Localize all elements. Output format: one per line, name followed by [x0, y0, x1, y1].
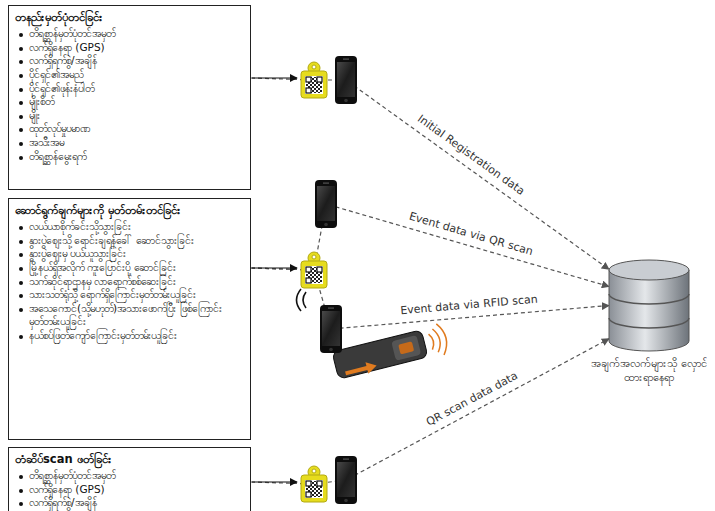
list-item: နွားပွဲဈေးသို့ ရောင်းချရန်ခေါ် ဆောင်သွား…	[29, 234, 194, 248]
bullet	[19, 47, 23, 51]
list-item: သားသတ်ရုံသို့ ရောက်ရှိကြောင်းမှတ်တမ်းယူခ…	[29, 288, 196, 302]
list-item: တိရစ္ဆာန်မှတ်ပုံတင်အမှတ်	[29, 27, 115, 41]
bullet	[19, 60, 23, 64]
radio-waves	[297, 289, 307, 311]
list-row: လယ်ယာစိုက်ခင်းသို့သွားခြင်း	[15, 220, 244, 234]
list-item: ပိုင်ရှင်၏အမည်	[29, 68, 83, 82]
arrow-line	[252, 481, 297, 482]
data-flow-arrow	[251, 78, 609, 269]
bullet	[19, 294, 23, 298]
bullet	[19, 308, 23, 312]
list-item: မျိုးစိတ်	[29, 95, 54, 109]
data-flow-arrow	[251, 339, 609, 484]
phone	[335, 456, 357, 504]
arrow-line	[252, 267, 297, 268]
list-item: အသီးအမ	[29, 136, 64, 150]
list-row: နွားပွဲဈေးမှ ပယ်ယူသွားခြင်း	[15, 247, 244, 261]
phone	[315, 180, 337, 228]
list-item: လက်ရှိရက်စွဲ/အချိန်	[29, 496, 97, 510]
list-item: အသေကောင်(သို့မဟုတ်)အသားဖောက်ပြီး ဖြစ်ကြေ…	[29, 302, 244, 329]
node-label: အချက်အလက်များသို လှောင်ထားရာနေရာ	[590, 357, 708, 386]
cylinder-top	[609, 260, 689, 280]
list-row: လက်ရှိနေရာ (GPS)	[15, 483, 244, 497]
list-item: မြို့နယ်ရှိအလိုက် ကူးပြောင်းပို့ ဆောင်ခြ…	[29, 261, 176, 275]
list-row: တိရစ္ဆာန်မှတ်ပုံတင်အမှတ်	[15, 469, 244, 483]
bullet	[19, 156, 23, 160]
cylinder-body	[609, 270, 689, 351]
list-row: နွားပွဲဈေးသို့ ရောင်းချရန်ခေါ် ဆောင်သွား…	[15, 234, 244, 248]
list-row: သားသတ်ရုံသို့ ရောက်ရှိကြောင်းမှတ်တမ်းယူခ…	[15, 288, 244, 302]
list-row: တိရစ္ဆာန်မွေးရက်	[15, 150, 244, 164]
bullet	[19, 128, 23, 132]
box-heading: တနည်းမှတ်ပုံတင်ခြင်း	[15, 10, 244, 25]
edge-label: QR scan data data	[422, 368, 521, 430]
list-item: ပိုင်ရှင်၏ဖုန်းနံပါတ်	[29, 82, 94, 96]
bullet	[19, 281, 23, 285]
box-heading: တံဆိပ်scan ဖတ်ခြင်း	[15, 452, 244, 467]
bullet	[19, 142, 23, 146]
list-row: ပိုင်ရှင်၏အမည်	[15, 68, 244, 82]
text-box: တံဆိပ်scan ဖတ်ခြင်းတိရစ္ဆာန်မှတ်ပုံတင်အမ…	[8, 447, 251, 511]
bullet	[19, 74, 23, 78]
database: အချက်အလက်များသို လှောင်ထားရာနေရာ	[590, 258, 708, 386]
bullet	[19, 502, 23, 506]
bullet	[19, 115, 23, 119]
ear-tag	[301, 466, 327, 502]
bullet	[19, 267, 23, 271]
bullet	[19, 226, 23, 230]
bullet	[19, 335, 23, 339]
rfid-reader	[332, 322, 450, 381]
list-row: မျိုးစိတ်	[15, 95, 244, 109]
list-item: တိရစ္ဆာန်မှတ်ပုံတင်အမှတ်	[29, 469, 115, 483]
arrow-line	[252, 77, 297, 78]
text-box: တနည်းမှတ်ပုံတင်ခြင်းတိရစ္ဆာန်မှတ်ပုံတင်အ…	[8, 5, 251, 190]
list-item: လက်ရှိနေရာ (GPS)	[29, 483, 105, 497]
list-item: လက်ရှိနေရာ (GPS)	[29, 41, 105, 55]
list-row: နယ်စပ်ဖြတ်ကျော်ကြောင်းမှတ်တမ်းယူခြင်း	[15, 329, 244, 343]
edge-label: Event data via QR scan	[405, 209, 536, 259]
cylinder-band	[609, 318, 689, 328]
list-row: တိရစ္ဆာန်မှတ်ပုံတင်အမှတ်	[15, 27, 244, 41]
list-item: မျိုး	[29, 109, 40, 123]
bullet	[19, 489, 23, 493]
bullet	[19, 475, 23, 479]
bullet	[19, 240, 23, 244]
list-item: လယ်ယာစိုက်ခင်းသို့သွားခြင်း	[29, 220, 131, 234]
bullet	[19, 253, 23, 257]
phone	[335, 56, 357, 104]
list-row: ထုတ်လုပ်မှုပမာဏ	[15, 122, 244, 136]
bullet	[19, 88, 23, 92]
bullet	[19, 33, 23, 37]
list-row: လက်ရှိရက်စွဲ/အချိန်	[15, 496, 244, 510]
bullet	[19, 101, 23, 105]
list-row: သက်ဆိုင်ရာဌာနမှ လာရောက်စစ်ဆေးခြင်း	[15, 275, 244, 289]
list-row: လက်ရှိနေရာ (GPS)	[15, 41, 244, 55]
edge-label: Initial Registration data	[414, 111, 529, 199]
ear-tag	[301, 62, 327, 98]
list-row: လက်ရှိရက်စွဲ/အချိန်	[15, 54, 244, 68]
list-item: နွားပွဲဈေးမှ ပယ်ယူသွားခြင်း	[29, 247, 126, 261]
list-item: ထုတ်လုပ်မှုပမာဏ	[29, 122, 90, 136]
box-heading: ဆောင်ရွက်ချက်များကို မှတ်တမ်းတင်ခြင်း	[15, 203, 244, 218]
list-item: နယ်စပ်ဖြတ်ကျော်ကြောင်းမှတ်တမ်းယူခြင်း	[29, 329, 177, 343]
list-row: အသီးအမ	[15, 136, 244, 150]
list-item: တိရစ္ဆာန်မွေးရက်	[29, 150, 86, 164]
ear-tag	[301, 252, 327, 288]
list-row: ပိုင်ရှင်၏ဖုန်းနံပါတ်	[15, 82, 244, 96]
list-row: မြို့နယ်ရှိအလိုက် ကူးပြောင်းပို့ ဆောင်ခြ…	[15, 261, 244, 275]
cylinder-band	[609, 294, 689, 304]
list-item: သက်ဆိုင်ရာဌာနမှ လာရောက်စစ်ဆေးခြင်း	[29, 275, 176, 289]
edge-label: Event data via RFID scan	[398, 293, 540, 318]
list-item: လက်ရှိရက်စွဲ/အချိန်	[29, 54, 97, 68]
text-box: ဆောင်ရွက်ချက်များကို မှတ်တမ်းတင်ခြင်းလယ်…	[8, 198, 251, 440]
phone	[320, 305, 342, 353]
list-row: အသေကောင်(သို့မဟုတ်)အသားဖောက်ပြီး ဖြစ်ကြေ…	[15, 302, 244, 329]
database-cylinder	[607, 258, 691, 353]
list-row: မျိုး	[15, 109, 244, 123]
